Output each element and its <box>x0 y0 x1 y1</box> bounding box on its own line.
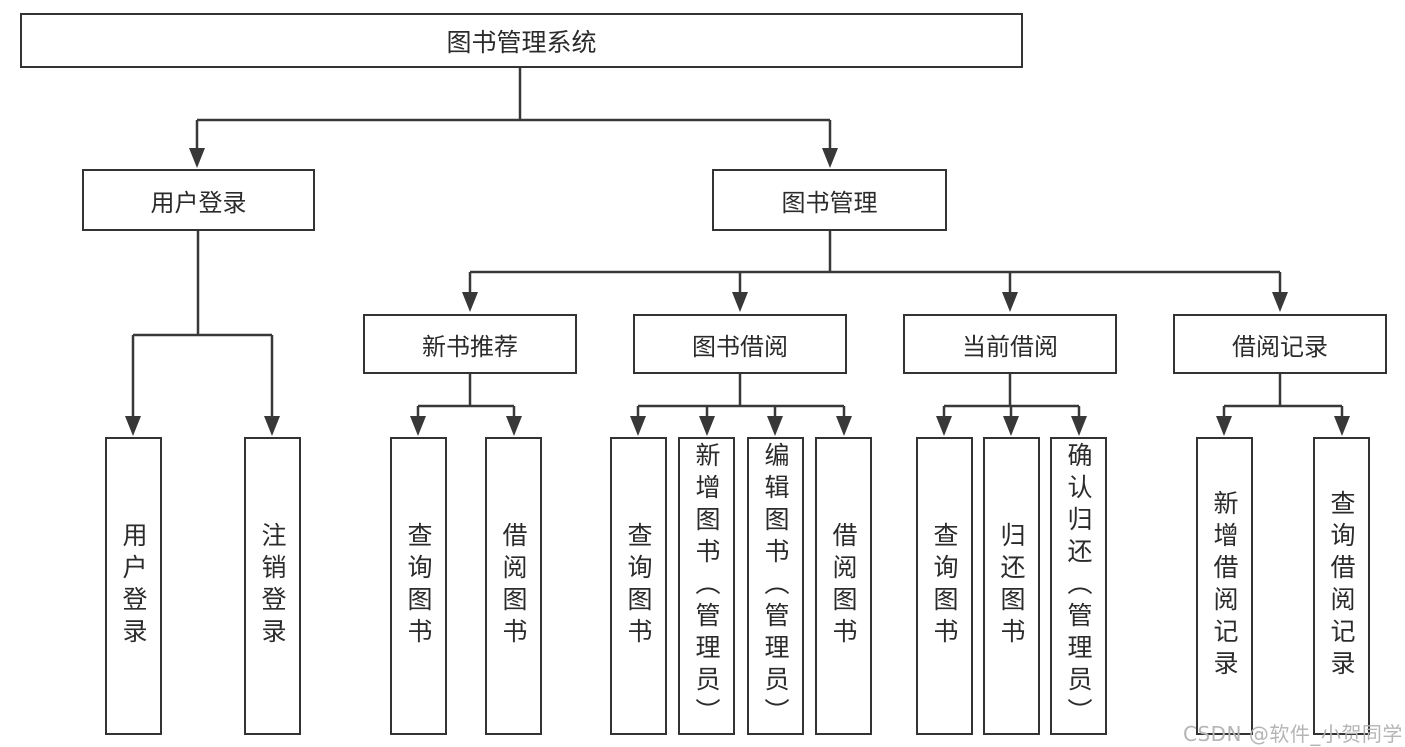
node-new-book-recommend: 新书推荐 <box>363 314 577 374</box>
leaf-confirm-return-admin: 确认归还（管理员） <box>1050 437 1107 735</box>
node-label: 归还图书 <box>997 522 1026 650</box>
node-label: 查询借阅记录 <box>1327 490 1356 682</box>
node-label: 用户登录 <box>119 522 148 650</box>
node-book-management: 图书管理 <box>712 169 947 231</box>
node-label: 查询图书 <box>624 522 653 650</box>
connector-book-management-children <box>468 231 1282 296</box>
arrow-down-icon <box>1003 416 1019 436</box>
node-borrow-records: 借阅记录 <box>1173 314 1387 374</box>
arrow-down-icon <box>506 416 522 436</box>
arrow-down-icon <box>1216 416 1232 436</box>
arrow-down-icon <box>189 148 205 168</box>
arrow-down-icon <box>1071 416 1087 436</box>
node-label: 编辑图书（管理员） <box>761 442 790 730</box>
leaf-query-books-current: 查询图书 <box>916 437 973 735</box>
arrow-down-icon <box>836 416 852 436</box>
arrow-down-icon <box>410 416 426 436</box>
node-label: 借阅图书 <box>499 522 528 650</box>
leaf-edit-book-admin: 编辑图书（管理员） <box>747 437 804 735</box>
node-label: 借阅记录 <box>1232 332 1328 361</box>
connector-current-borrow-children <box>942 374 1081 420</box>
node-label: 注销登录 <box>258 522 287 650</box>
node-label: 查询图书 <box>930 522 959 650</box>
node-label: 图书借阅 <box>692 332 788 361</box>
node-label: 图书管理系统 <box>446 27 597 57</box>
node-label: 新增图书（管理员） <box>692 442 721 730</box>
arrow-down-icon <box>264 416 280 436</box>
leaf-logout: 注销登录 <box>244 437 301 735</box>
arrow-down-icon <box>767 416 783 436</box>
leaf-user-login: 用户登录 <box>105 437 162 735</box>
connector-borrow-records-children <box>1222 374 1344 420</box>
connector-book-borrow-children <box>636 374 846 420</box>
arrow-down-icon <box>936 416 952 436</box>
arrow-down-icon <box>822 148 838 168</box>
arrow-down-icon <box>732 292 748 312</box>
node-library-management-system: 图书管理系统 <box>20 13 1023 68</box>
node-label: 用户登录 <box>150 188 247 217</box>
connector-root-to-level2 <box>195 68 832 152</box>
leaf-return-books: 归还图书 <box>983 437 1040 735</box>
node-label: 当前借阅 <box>962 332 1058 361</box>
node-label: 查询图书 <box>404 522 433 650</box>
arrow-down-icon <box>630 416 646 436</box>
node-label: 借阅图书 <box>829 522 858 650</box>
node-label: 新书推荐 <box>422 332 518 361</box>
leaf-query-borrow-record: 查询借阅记录 <box>1313 437 1370 735</box>
arrow-down-icon <box>125 416 141 436</box>
leaf-borrow-books: 借阅图书 <box>815 437 872 735</box>
connector-new-book-children <box>416 374 516 420</box>
node-user-login: 用户登录 <box>82 169 315 231</box>
leaf-query-books-recommend: 查询图书 <box>390 437 447 735</box>
leaf-add-borrow-record: 新增借阅记录 <box>1196 437 1253 735</box>
leaf-borrow-books-recommend: 借阅图书 <box>485 437 542 735</box>
node-label: 确认归还（管理员） <box>1064 442 1093 730</box>
leaf-query-books-borrow: 查询图书 <box>610 437 667 735</box>
node-label: 新增借阅记录 <box>1210 490 1239 682</box>
leaf-add-book-admin: 新增图书（管理员） <box>678 437 735 735</box>
arrow-down-icon <box>1334 416 1350 436</box>
arrow-down-icon <box>1272 292 1288 312</box>
arrow-down-icon <box>699 416 715 436</box>
arrow-down-icon <box>462 292 478 312</box>
connector-user-login-children <box>131 231 274 420</box>
node-book-borrow: 图书借阅 <box>633 314 847 374</box>
node-current-borrow: 当前借阅 <box>903 314 1117 374</box>
arrow-down-icon <box>1002 292 1018 312</box>
csdn-watermark: CSDN @软件_小贺同学 <box>1183 722 1403 746</box>
node-label: 图书管理 <box>781 188 878 217</box>
